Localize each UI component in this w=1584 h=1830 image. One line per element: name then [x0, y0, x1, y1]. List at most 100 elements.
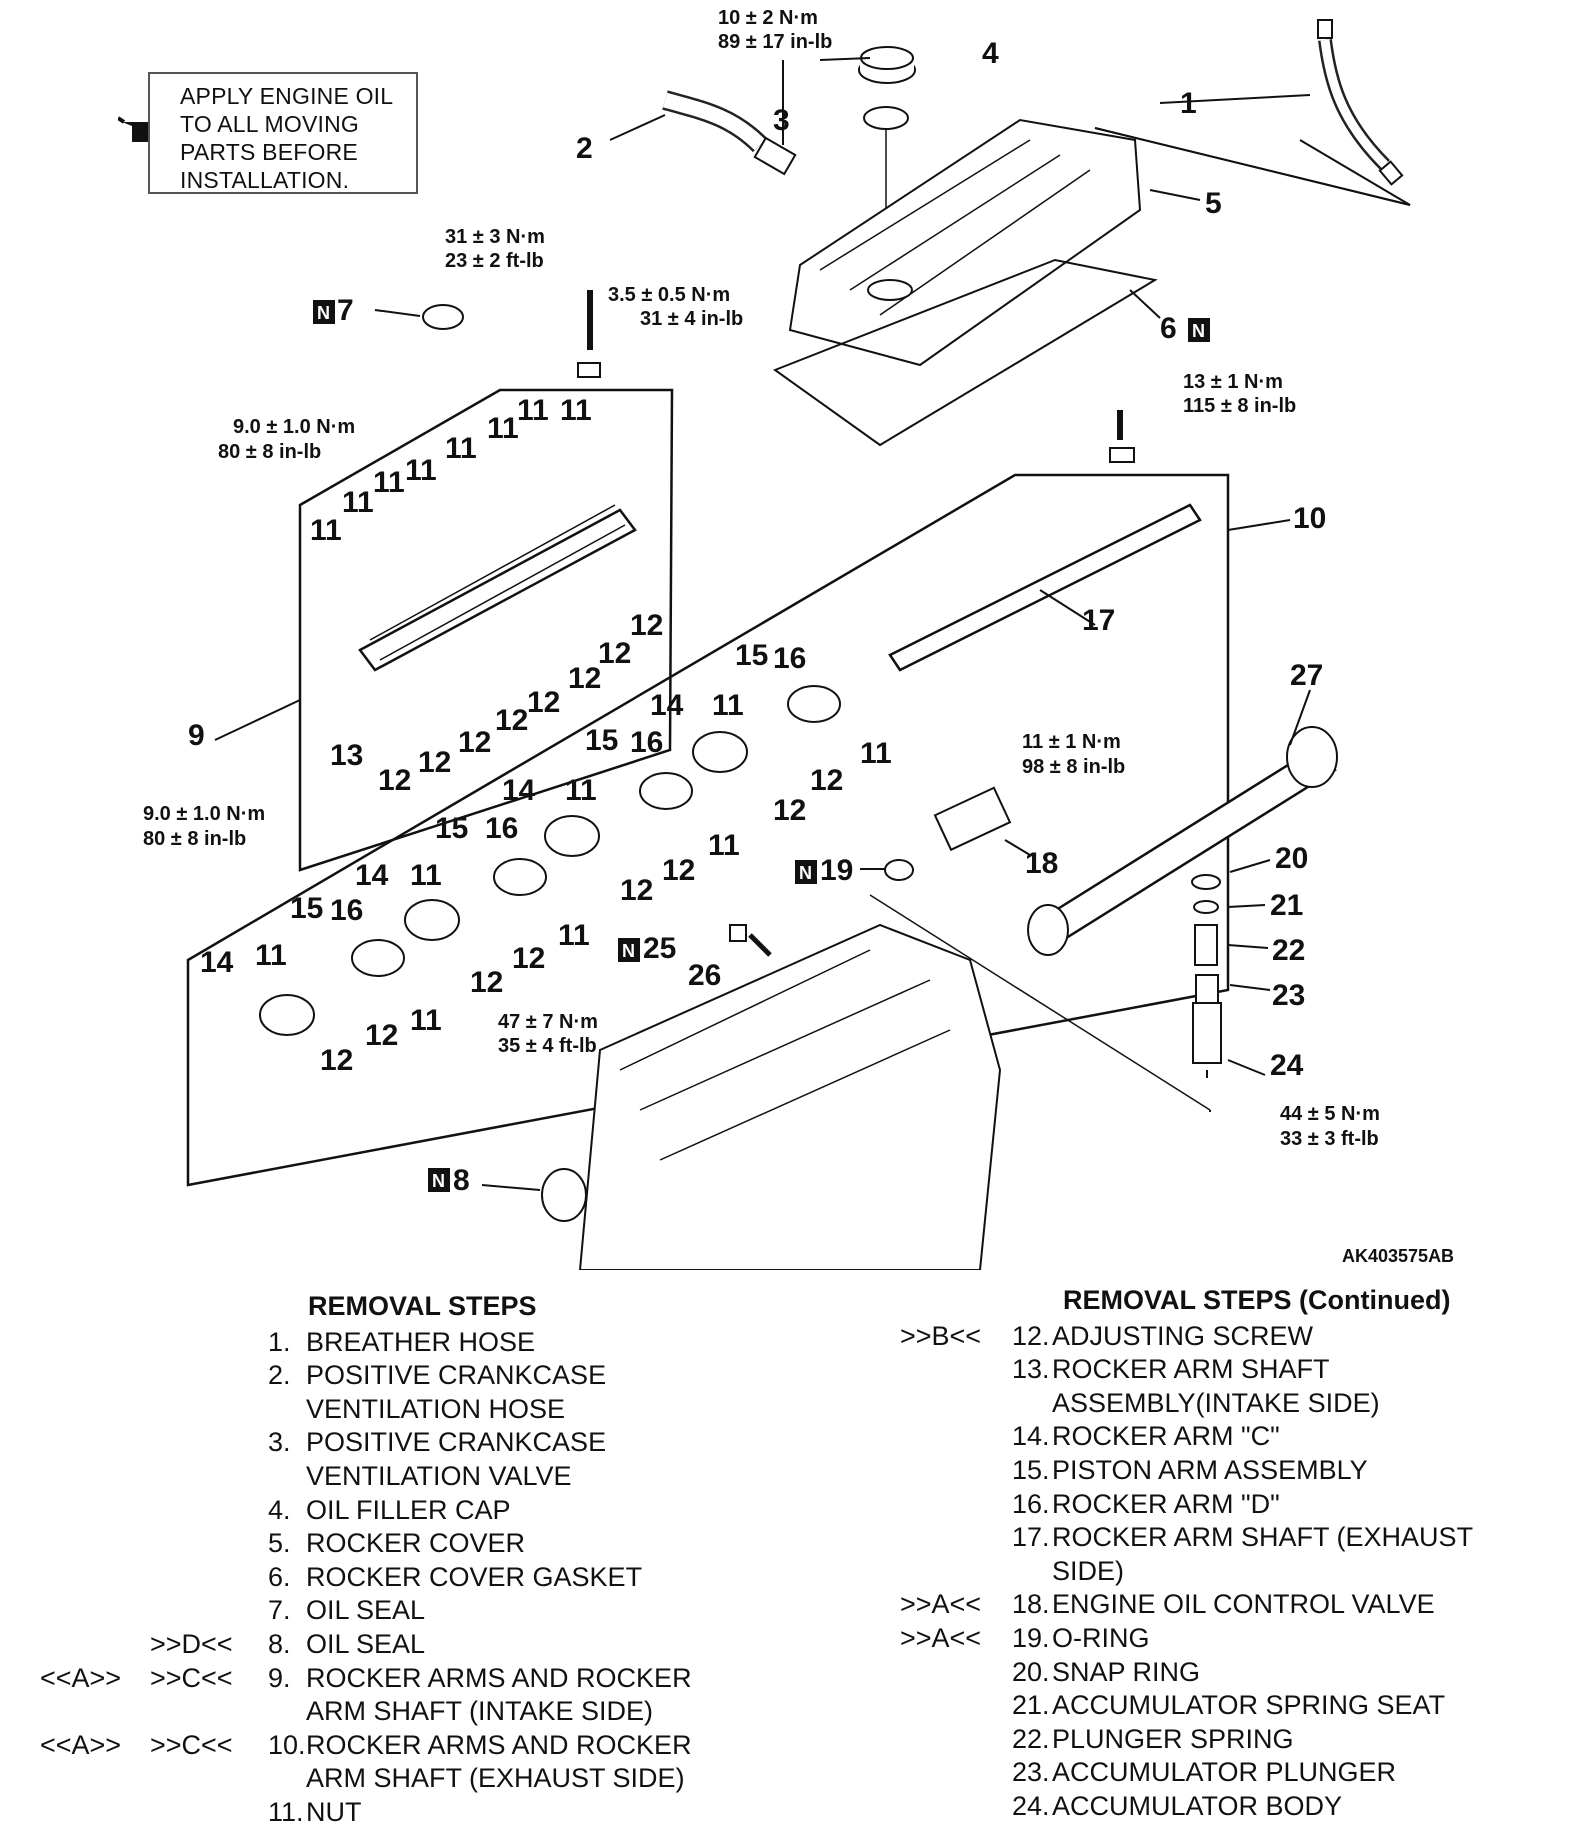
removal-steps-continued-heading: REMOVAL STEPS (Continued)	[1063, 1285, 1451, 1315]
step-marker	[900, 1689, 1012, 1723]
step-text: POSITIVE CRANKCASE	[306, 1427, 607, 1458]
step-number	[268, 1762, 306, 1796]
step-number: 20.	[1012, 1656, 1050, 1687]
callout-8: 8	[453, 1164, 470, 1197]
callout-14: 14	[502, 774, 536, 807]
step-row: >>A<<18.ENGINE OIL CONTROL VALVE	[900, 1588, 1580, 1622]
engine-oil-note: APPLY ENGINE OIL TO ALL MOVING PARTS BEF…	[148, 72, 418, 194]
step-text: ROCKER ARM SHAFT (EXHAUST	[1052, 1522, 1474, 1553]
rocker-cover	[788, 118, 1142, 367]
step-text: POSITIVE CRANKCASE	[306, 1360, 607, 1391]
step-row: 23.ACCUMULATOR PLUNGER	[900, 1756, 1580, 1790]
step-marker	[40, 1460, 150, 1494]
step-marker: >>B<<	[900, 1320, 982, 1351]
step-marker	[150, 1594, 268, 1628]
callout-2: 2	[576, 132, 593, 165]
step-marker	[900, 1420, 1012, 1454]
callout-15: 15	[735, 639, 768, 672]
step-row: <<A>>>>C<<9.ROCKER ARMS AND ROCKER	[40, 1662, 740, 1696]
torque-3-inlb: 89 ± 17 in-lb	[718, 31, 832, 53]
callout-11: 11	[410, 1004, 442, 1037]
callout-15: 15	[290, 892, 323, 925]
step-marker: >>A<<	[900, 1589, 982, 1620]
step-text: SIDE)	[1052, 1555, 1125, 1586]
step-row: SIDE)	[900, 1555, 1580, 1589]
torque-13-nm: 13 ± 1 N·m	[1183, 371, 1283, 393]
step-number: 18.	[1012, 1589, 1050, 1620]
callout-11: 11	[255, 939, 287, 972]
callout-11: 11	[712, 689, 744, 722]
step-text: OIL SEAL	[306, 1595, 426, 1626]
callout-16: 16	[485, 812, 518, 845]
callout-26: 26	[688, 959, 721, 992]
step-text: PISTON ARM ASSEMBLY	[1052, 1454, 1368, 1485]
torque-9b-inlb: 80 ± 8 in-lb	[143, 828, 246, 850]
step-marker: >>D<<	[150, 1628, 233, 1659]
step-number: 1.	[268, 1326, 291, 1357]
reference-code: AK403575AB	[1342, 1246, 1455, 1266]
note-line: TO ALL MOVING	[180, 111, 359, 137]
callout-24: 24	[1270, 1049, 1304, 1082]
step-marker	[900, 1521, 1012, 1555]
torque-bolt-ftlb: 23 ± 2 ft-lb	[445, 250, 544, 272]
step-row: VENTILATION HOSE	[40, 1393, 740, 1427]
step-text: NUT	[306, 1796, 362, 1827]
callout-12: 12	[630, 609, 663, 642]
note-line: APPLY ENGINE OIL	[180, 83, 394, 109]
step-row: 15.PISTON ARM ASSEMBLY	[900, 1454, 1580, 1488]
step-marker	[40, 1527, 150, 1561]
new-part-mark-6: N	[1192, 321, 1205, 341]
callout-11: 11	[310, 514, 342, 547]
callout-14: 14	[355, 859, 389, 892]
step-marker	[900, 1353, 1012, 1387]
step-row: 5.ROCKER COVER	[40, 1527, 740, 1561]
step-text: O-RING	[1052, 1622, 1150, 1653]
step-marker	[40, 1561, 150, 1595]
step-marker	[900, 1555, 1012, 1589]
step-number: 15.	[1012, 1454, 1050, 1485]
callout-19: 19	[820, 854, 853, 887]
step-marker	[150, 1326, 268, 1360]
oil-can-icon	[116, 112, 152, 151]
step-number: 22.	[1012, 1723, 1050, 1754]
step-row: 20.SNAP RING	[900, 1656, 1580, 1690]
callout-16: 16	[330, 894, 363, 927]
step-marker	[150, 1561, 268, 1595]
step-row: >>B<<12.ADJUSTING SCREW	[900, 1320, 1580, 1354]
callout-12: 12	[378, 764, 411, 797]
callout-12: 12	[418, 746, 451, 779]
callout-11: 11	[565, 774, 597, 807]
step-text: VENTILATION HOSE	[306, 1393, 566, 1424]
step-number: 10.	[268, 1729, 306, 1760]
callout-11: 11	[342, 486, 374, 519]
callout-17: 17	[1082, 604, 1115, 637]
callout-9: 9	[188, 719, 205, 752]
callout-12: 12	[568, 662, 601, 695]
step-row: 13.ROCKER ARM SHAFT	[900, 1353, 1580, 1387]
torque-bolt-nm: 31 ± 3 N·m	[445, 226, 545, 248]
intake-rocker-box	[298, 388, 674, 872]
step-row: >>A<<19.O-RING	[900, 1622, 1580, 1656]
torque-3-nm: 10 ± 2 N·m	[718, 7, 818, 29]
callout-16: 16	[773, 642, 806, 675]
step-number: 16.	[1012, 1488, 1050, 1519]
step-marker	[40, 1393, 150, 1427]
callout-10: 10	[1293, 502, 1326, 535]
rocker-cover-gasket	[772, 258, 1158, 447]
step-text: ROCKER ARM "C"	[1052, 1421, 1280, 1452]
exploded-view-diagram: 1 2 3 4 5 6 7 8 9 10 17 13 27 18 19 20 2…	[143, 7, 1411, 1270]
step-marker	[150, 1762, 268, 1796]
new-part-mark-19: N	[799, 863, 812, 883]
callout-23: 23	[1272, 979, 1305, 1012]
step-number: 23.	[1012, 1757, 1050, 1788]
callout-5: 5	[1205, 187, 1222, 220]
removal-steps-continued-list: REMOVAL STEPS (Continued) >>B<<12.ADJUST…	[900, 1284, 1580, 1824]
step-marker	[150, 1695, 268, 1729]
step-text: ARM SHAFT (EXHAUST SIDE)	[306, 1763, 685, 1794]
torque-9-inlb: 80 ± 8 in-lb	[218, 441, 321, 463]
callout-12: 12	[495, 704, 528, 737]
step-number: 13.	[1012, 1354, 1050, 1385]
step-row: VENTILATION VALVE	[40, 1460, 740, 1494]
step-row: 2.POSITIVE CRANKCASE	[40, 1359, 740, 1393]
callout-11: 11	[410, 859, 442, 892]
